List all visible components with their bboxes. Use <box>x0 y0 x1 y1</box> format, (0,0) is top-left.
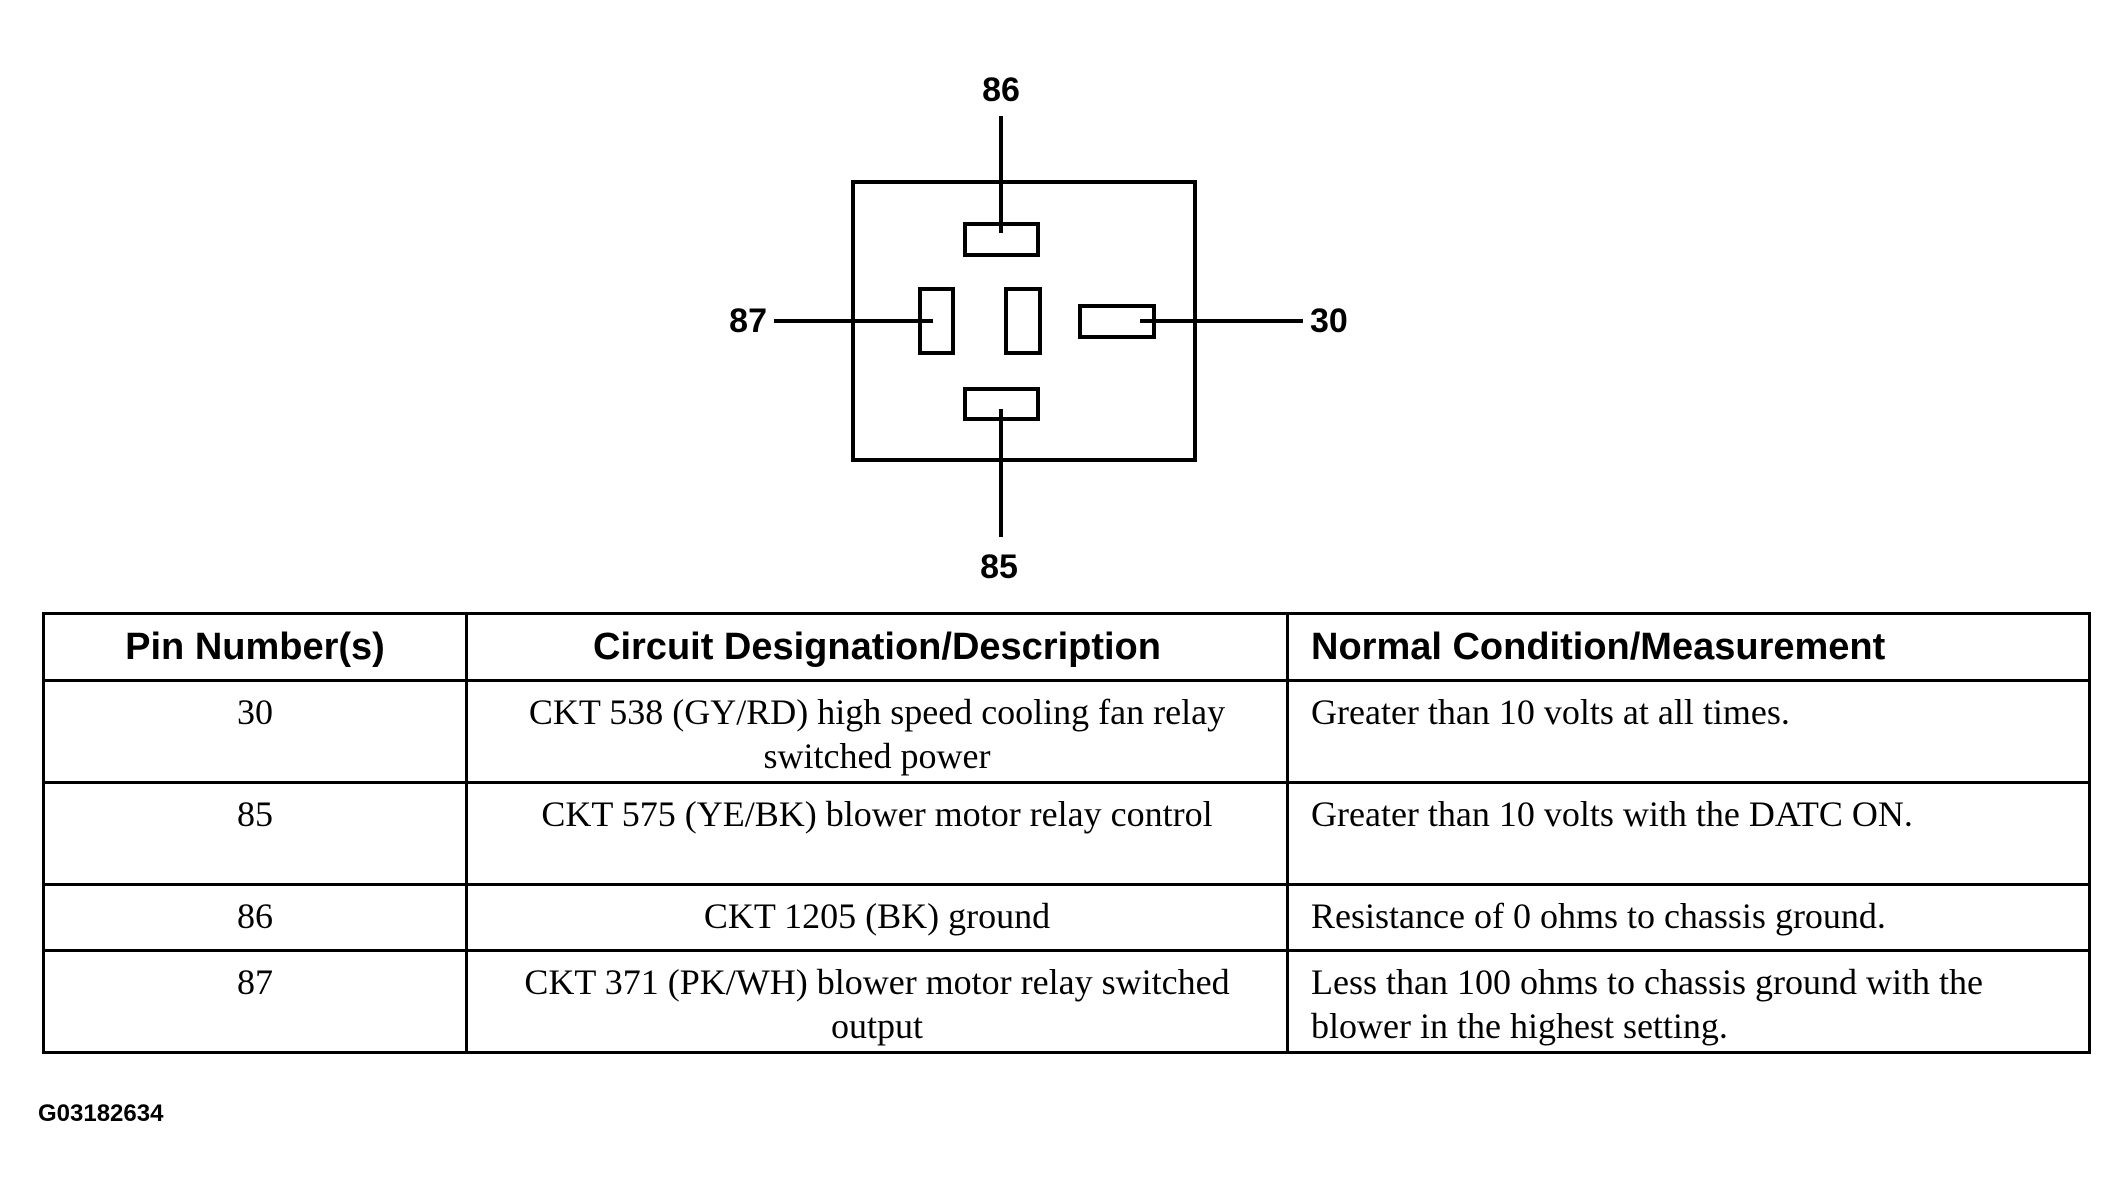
pin-label-85: 85 <box>980 548 1018 586</box>
table-row: 30 CKT 538 (GY/RD) high speed cooling fa… <box>42 679 2091 784</box>
cell-condition: Resistance of 0 ohms to chassis ground. <box>1286 883 2091 952</box>
header-circuit-description: Circuit Designation/Description <box>465 612 1289 682</box>
table-row: 86 CKT 1205 (BK) ground Resistance of 0 … <box>42 883 2091 952</box>
cell-pin: 85 <box>42 781 468 886</box>
pin-label-87: 87 <box>729 302 767 340</box>
table-row: 85 CKT 575 (YE/BK) blower motor relay co… <box>42 781 2091 886</box>
cell-condition: Less than 100 ohms to chassis ground wit… <box>1286 949 2091 1054</box>
pin-table: Pin Number(s) Circuit Designation/Descri… <box>42 612 2091 1054</box>
relay-connector-diagram: 86 87 30 85 <box>729 71 1348 586</box>
cell-pin: 87 <box>42 949 468 1054</box>
table-header-row: Pin Number(s) Circuit Designation/Descri… <box>42 612 2091 682</box>
terminal-center <box>1004 287 1042 355</box>
cell-description: CKT 1205 (BK) ground <box>465 883 1289 952</box>
cell-condition: Greater than 10 volts at all times. <box>1286 679 2091 784</box>
pin-label-30: 30 <box>1310 302 1348 340</box>
cell-condition: Greater than 10 volts with the DATC ON. <box>1286 781 2091 886</box>
cell-description: CKT 371 (PK/WH) blower motor relay switc… <box>465 949 1289 1054</box>
header-pin-numbers: Pin Number(s) <box>42 612 468 682</box>
cell-description: CKT 575 (YE/BK) blower motor relay contr… <box>465 781 1289 886</box>
cell-pin: 86 <box>42 883 468 952</box>
cell-description: CKT 538 (GY/RD) high speed cooling fan r… <box>465 679 1289 784</box>
cell-pin: 30 <box>42 679 468 784</box>
header-normal-condition: Normal Condition/Measurement <box>1286 612 2091 682</box>
table-row: 87 CKT 371 (PK/WH) blower motor relay sw… <box>42 949 2091 1054</box>
pin-label-86: 86 <box>982 71 1020 109</box>
figure-id: G03182634 <box>38 1100 164 1127</box>
